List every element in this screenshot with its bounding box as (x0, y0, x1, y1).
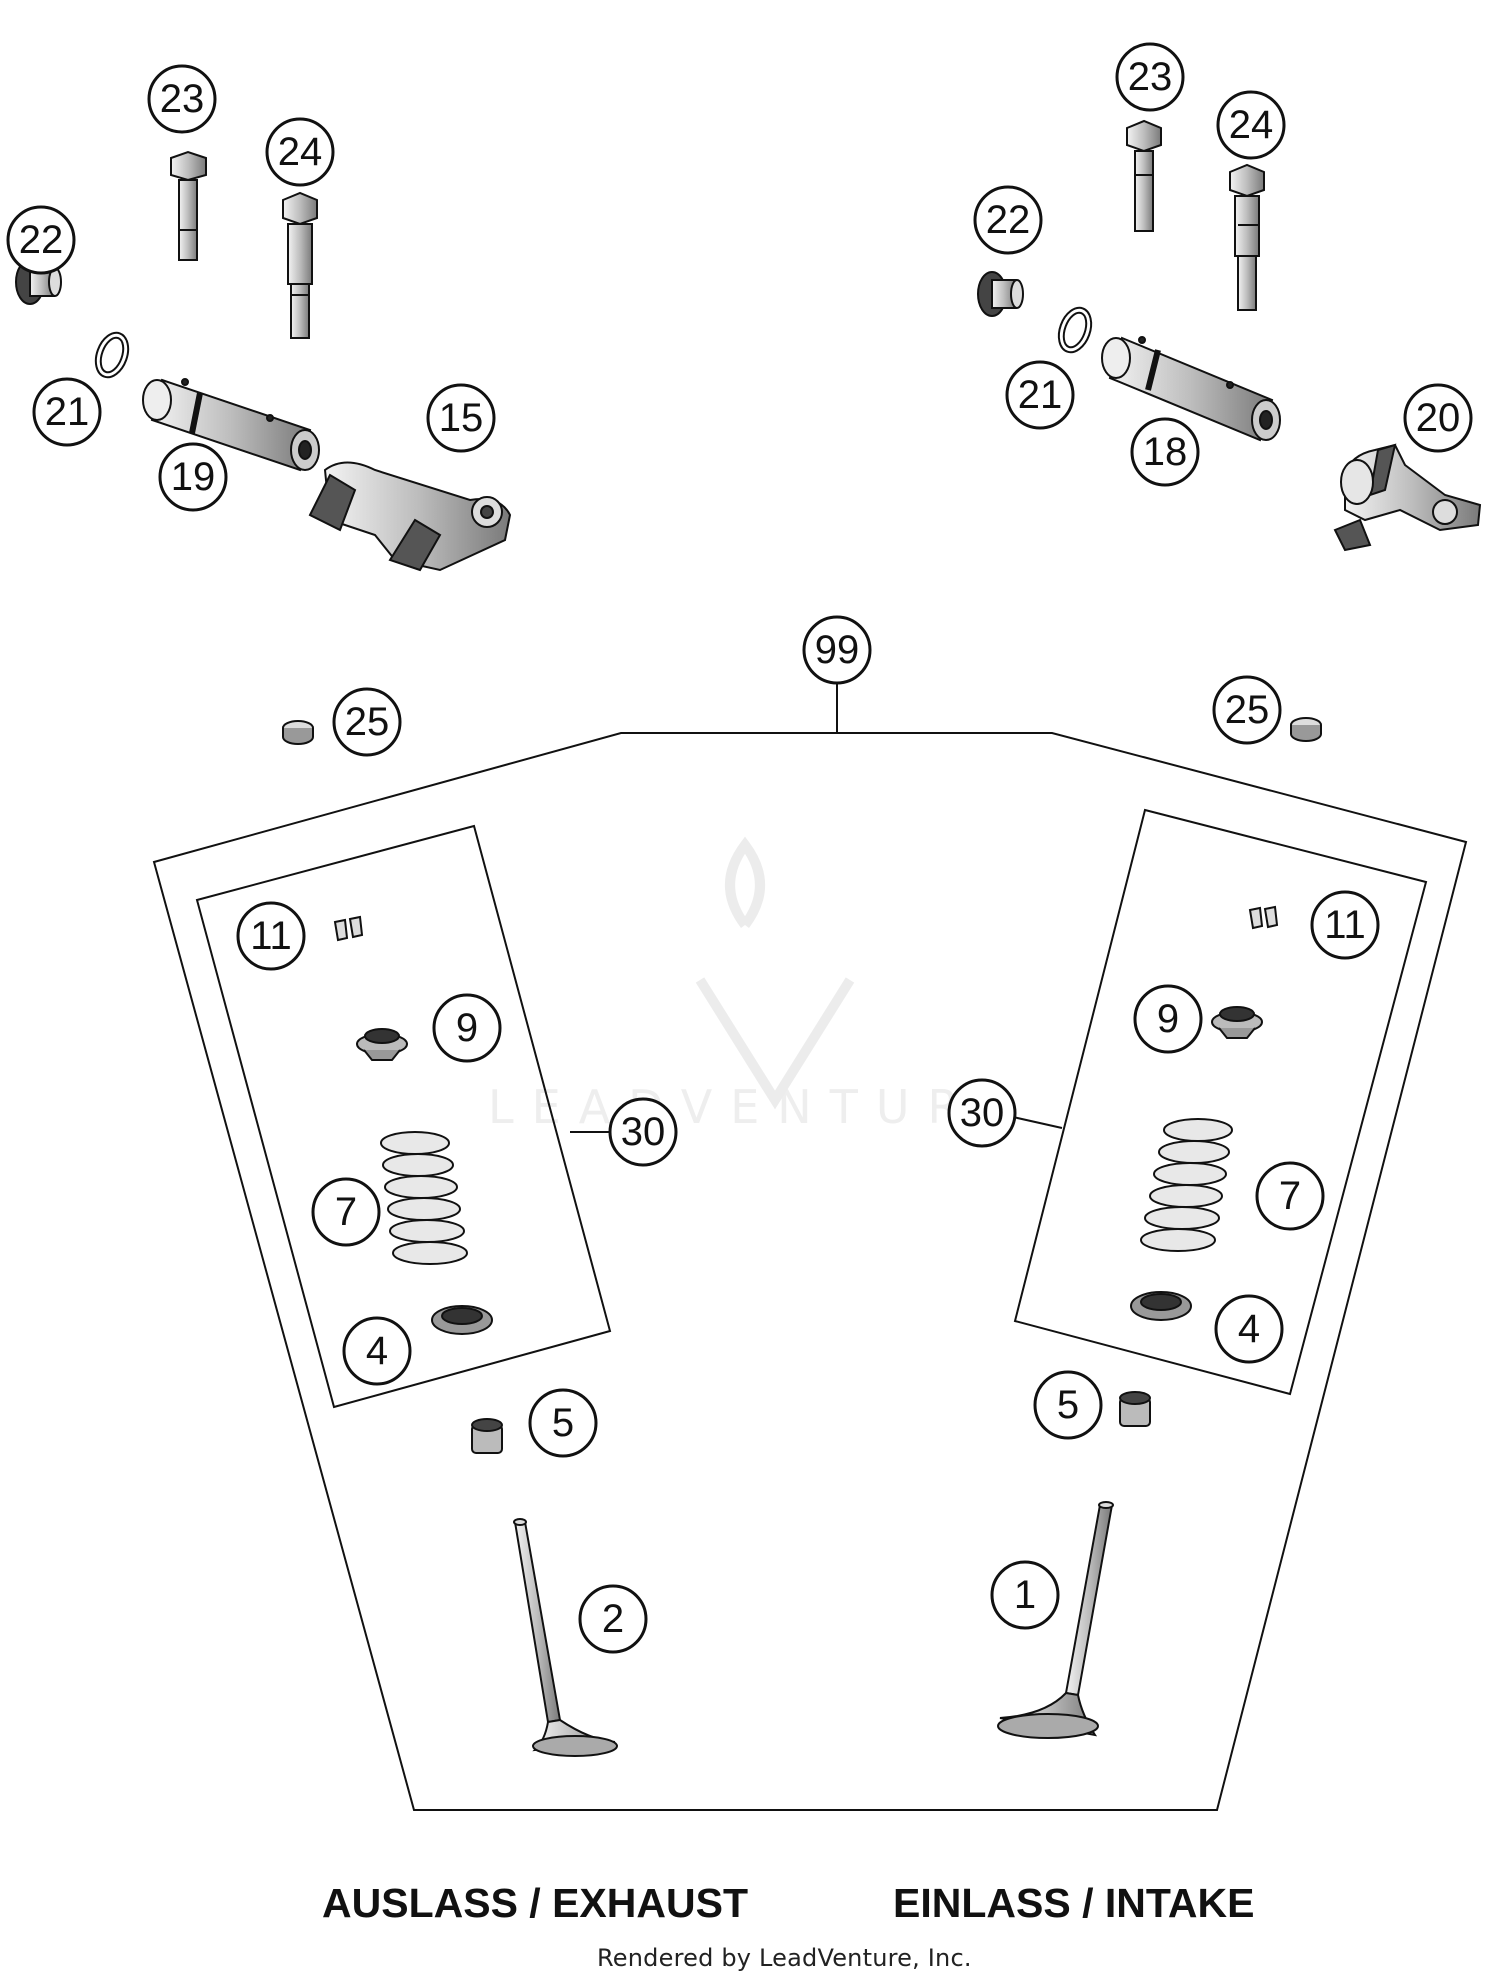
set-outline-30-intake (1013, 808, 1428, 1396)
svg-text:24: 24 (1229, 103, 1274, 147)
svg-text:7: 7 (335, 1190, 357, 1234)
callout-25-right: 25 (1212, 675, 1282, 745)
svg-text:20: 20 (1416, 396, 1461, 440)
callout-30-left: 30 (608, 1097, 678, 1167)
watermark-logo (695, 836, 855, 1110)
valve-keys-11-left (333, 915, 364, 942)
intake-valve-1 (997, 1501, 1114, 1739)
rocker-shaft-19 (142, 378, 320, 472)
bolt-23-left (170, 150, 207, 261)
valve-spring-7-right (1140, 1118, 1233, 1252)
svg-text:22: 22 (19, 218, 64, 262)
callout-9-right: 9 (1133, 984, 1203, 1054)
callout-22-left: 22 (6, 205, 76, 275)
svg-text:4: 4 (366, 1329, 388, 1373)
caption-exhaust: AUSLASS / EXHAUST (322, 1880, 748, 1926)
callout-24-left: 24 (265, 117, 335, 187)
plug-22-right (977, 271, 1024, 317)
bolt-23-right (1126, 119, 1162, 232)
callout-21-right: 21 (1005, 360, 1075, 430)
svg-text:4: 4 (1238, 1307, 1260, 1351)
callout-15: 15 (426, 383, 496, 453)
svg-text:30: 30 (621, 1110, 666, 1154)
svg-text:11: 11 (1324, 903, 1366, 947)
svg-text:23: 23 (160, 77, 205, 121)
svg-text:21: 21 (1018, 373, 1063, 417)
svg-text:15: 15 (439, 396, 484, 440)
bolt-24-right (1229, 163, 1265, 311)
svg-text:19: 19 (171, 455, 216, 499)
callout-23-left: 23 (147, 64, 217, 134)
spring-retainer-9-left (356, 1028, 408, 1061)
callout-20: 20 (1403, 383, 1473, 453)
svg-text:18: 18 (1143, 430, 1188, 474)
callout-11-right: 11 (1310, 890, 1380, 960)
callout-30-right: 30 (947, 1078, 1017, 1148)
exhaust-valve-2 (513, 1518, 618, 1757)
svg-text:9: 9 (1157, 997, 1179, 1041)
leader-30-intake (1012, 1116, 1063, 1129)
rocker-shaft-18 (1101, 336, 1281, 442)
svg-text:7: 7 (1279, 1174, 1301, 1218)
rocker-arm-15 (308, 461, 512, 572)
callout-99: 99 (802, 615, 872, 685)
svg-text:23: 23 (1128, 55, 1173, 99)
svg-text:11: 11 (250, 914, 292, 958)
callout-9-left: 9 (432, 993, 502, 1063)
svg-text:22: 22 (986, 198, 1031, 242)
callout-24-right: 24 (1216, 90, 1286, 160)
svg-text:5: 5 (552, 1401, 574, 1445)
callout-5-right: 5 (1033, 1370, 1103, 1440)
o-ring-21-left (94, 331, 130, 379)
svg-text:2: 2 (602, 1597, 624, 1641)
callout-23-right: 23 (1115, 42, 1185, 112)
callout-2: 2 (578, 1584, 648, 1654)
callout-1: 1 (990, 1560, 1060, 1630)
callout-4-left: 4 (342, 1316, 412, 1386)
callout-7-left: 7 (311, 1177, 381, 1247)
callout-11-left: 11 (236, 901, 306, 971)
callout-19: 19 (158, 442, 228, 512)
valve-seal-5-left (471, 1418, 503, 1454)
spring-retainer-9-right (1211, 1006, 1263, 1039)
callout-18: 18 (1130, 417, 1200, 487)
svg-text:30: 30 (960, 1091, 1005, 1135)
spring-seat-4-right (1130, 1291, 1192, 1321)
valve-keys-11-right (1248, 905, 1279, 930)
svg-text:21: 21 (45, 390, 90, 434)
callout-25-left: 25 (332, 687, 402, 757)
svg-text:25: 25 (345, 700, 390, 744)
caption-intake: EINLASS / INTAKE (893, 1880, 1255, 1926)
bolt-24-left (282, 191, 318, 339)
rocker-arm-20 (1333, 443, 1482, 552)
spring-seat-4-left (431, 1305, 493, 1335)
callout-4-right: 4 (1214, 1294, 1284, 1364)
callout-22-right: 22 (973, 185, 1043, 255)
svg-text:9: 9 (456, 1006, 478, 1050)
set-outline-30-exhaust (195, 824, 612, 1409)
callout-21-left: 21 (32, 377, 102, 447)
valve-spring-7-left (380, 1131, 468, 1265)
svg-text:24: 24 (278, 130, 323, 174)
svg-text:25: 25 (1225, 688, 1270, 732)
valve-seal-5-right (1119, 1391, 1151, 1427)
svg-text:5: 5 (1057, 1383, 1079, 1427)
callout-5-left: 5 (528, 1388, 598, 1458)
shim-25-left (282, 720, 314, 745)
callout-7-right: 7 (1255, 1161, 1325, 1231)
svg-text:99: 99 (815, 628, 860, 672)
svg-text:1: 1 (1014, 1573, 1036, 1617)
kit-outline-99 (152, 732, 1468, 1811)
render-credit: Rendered by LeadVenture, Inc. (597, 1944, 972, 1972)
o-ring-21-right (1057, 306, 1093, 354)
watermark-text: LEADVENTURE (488, 1080, 1025, 1134)
shim-25-right (1290, 717, 1322, 742)
